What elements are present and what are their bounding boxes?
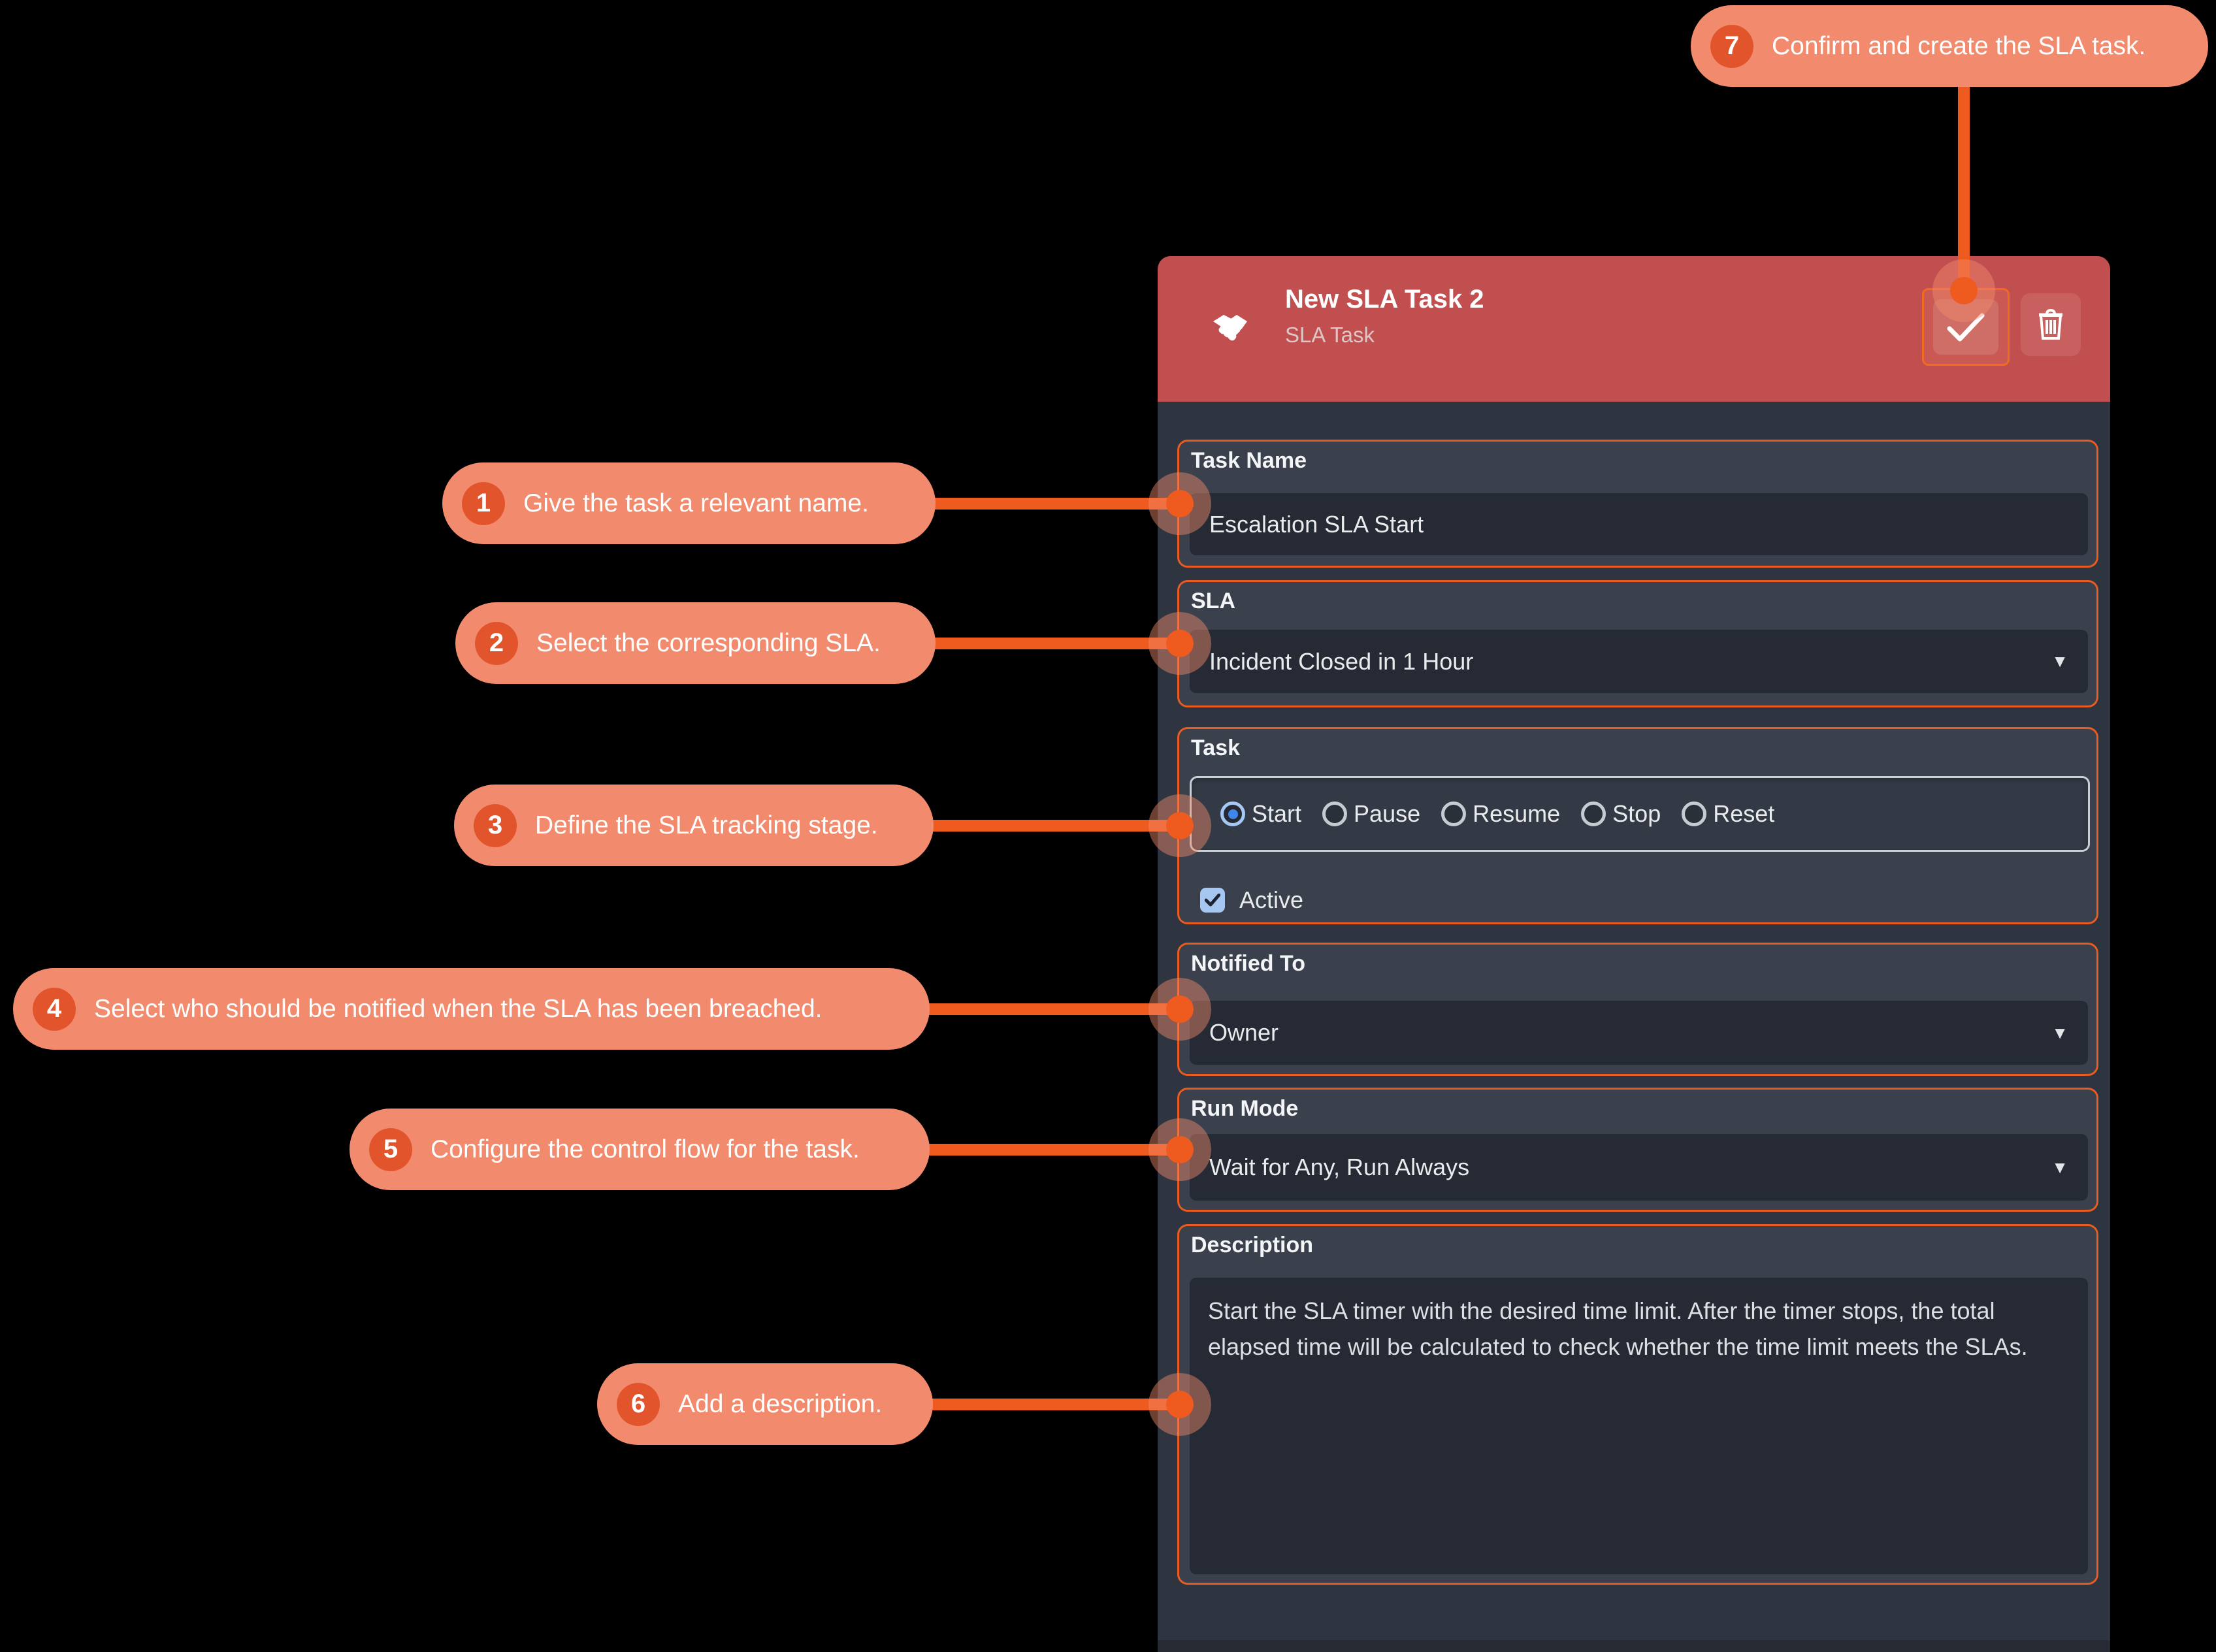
panel-header: New SLA Task 2 SLA Task [1158, 256, 2110, 402]
connector-line-4 [927, 1003, 1180, 1015]
sla-value: Incident Closed in 1 Hour [1209, 647, 1474, 675]
connector-line-3 [931, 820, 1180, 832]
handshake-icon [1213, 315, 1247, 341]
radio-pause[interactable]: Pause [1322, 800, 1420, 828]
connector-dot-3 [1166, 812, 1194, 839]
task-name-label: Task Name [1191, 448, 1307, 473]
task-name-value: Escalation SLA Start [1209, 510, 1424, 538]
connector-line-5 [927, 1144, 1180, 1156]
panel-footer [1158, 1640, 2110, 1652]
run-mode-select[interactable]: Wait for Any, Run Always ▼ [1190, 1134, 2088, 1201]
panel-title: New SLA Task 2 [1285, 285, 1484, 314]
description-textarea[interactable]: Start the SLA timer with the desired tim… [1190, 1278, 2088, 1574]
check-icon [1205, 894, 1220, 907]
sla-group: SLA Incident Closed in 1 Hour ▼ [1177, 580, 2098, 707]
active-label: Active [1239, 886, 1304, 913]
description-group: Description Start the SLA timer with the… [1177, 1224, 2098, 1585]
task-name-group: Task Name Escalation SLA Start [1177, 440, 2098, 568]
callout-2-number: 2 [475, 621, 518, 665]
connector-dot-5 [1166, 1136, 1194, 1163]
connector-line-1 [933, 498, 1180, 510]
radio-resume-label: Resume [1473, 800, 1561, 827]
confirm-highlight [1922, 288, 2010, 366]
callout-1-number: 1 [462, 481, 505, 525]
callout-7-text: Confirm and create the SLA task. [1772, 31, 2146, 60]
callout-3: 3 Define the SLA tracking stage. [454, 785, 934, 866]
chevron-down-icon: ▼ [2051, 651, 2068, 671]
connector-line-6 [930, 1399, 1180, 1410]
active-checkbox[interactable] [1200, 888, 1225, 913]
callout-5-text: Configure the control flow for the task. [431, 1135, 860, 1163]
connector-dot-4 [1166, 996, 1194, 1023]
callout-4-text: Select who should be notified when the S… [94, 994, 823, 1023]
callout-5: 5 Configure the control flow for the tas… [350, 1109, 930, 1190]
chevron-down-icon: ▼ [2051, 1157, 2068, 1177]
callout-6: 6 Add a description. [597, 1363, 933, 1445]
delete-button[interactable] [2021, 293, 2081, 356]
callout-6-number: 6 [617, 1382, 660, 1426]
radio-circle-icon [1581, 802, 1606, 826]
notified-to-group: Notified To Owner ▼ [1177, 943, 2098, 1076]
callout-1: 1 Give the task a relevant name. [442, 462, 936, 544]
connector-line-2 [933, 638, 1180, 649]
connector-dot-2 [1166, 630, 1194, 657]
callout-2-text: Select the corresponding SLA. [536, 628, 881, 657]
task-label: Task [1191, 736, 1240, 760]
sla-select[interactable]: Incident Closed in 1 Hour ▼ [1190, 630, 2088, 693]
sla-label: SLA [1191, 589, 1235, 613]
description-label: Description [1191, 1233, 1314, 1257]
run-mode-value: Wait for Any, Run Always [1209, 1154, 1470, 1180]
sla-task-panel: New SLA Task 2 SLA Task [1158, 256, 2110, 1652]
notified-to-label: Notified To [1191, 951, 1305, 976]
callout-1-text: Give the task a relevant name. [523, 489, 869, 517]
radio-circle-icon [1441, 802, 1467, 826]
radio-start[interactable]: Start [1220, 800, 1301, 828]
callout-4-number: 4 [33, 987, 76, 1031]
notified-to-value: Owner [1209, 1019, 1279, 1046]
radio-stop-label: Stop [1612, 800, 1661, 827]
radio-start-label: Start [1252, 800, 1302, 827]
confirm-button[interactable] [1933, 299, 1998, 355]
task-radio-group: Start Pause Resume Stop Reset [1190, 776, 2090, 852]
active-row: Active [1200, 886, 1303, 914]
callout-7-number: 7 [1710, 24, 1753, 68]
callout-3-number: 3 [474, 803, 517, 847]
radio-resume[interactable]: Resume [1441, 800, 1560, 828]
notified-to-select[interactable]: Owner ▼ [1190, 1001, 2088, 1065]
radio-circle-icon [1682, 802, 1707, 826]
radio-stop[interactable]: Stop [1581, 800, 1661, 828]
callout-7: 7 Confirm and create the SLA task. [1691, 5, 2208, 87]
radio-circle-icon [1220, 802, 1245, 826]
panel-subtitle: SLA Task [1285, 323, 1375, 347]
connector-dot-7 [1950, 277, 1978, 304]
task-name-input[interactable]: Escalation SLA Start [1190, 493, 2088, 555]
task-group: Task Start Pause Resume Stop Reset [1177, 727, 2098, 924]
connector-dot-1 [1166, 490, 1194, 517]
radio-pause-label: Pause [1354, 800, 1421, 827]
connector-dot-6 [1166, 1391, 1194, 1418]
trash-icon [2039, 309, 2062, 340]
radio-reset-label: Reset [1713, 800, 1775, 827]
radio-reset[interactable]: Reset [1682, 800, 1774, 828]
connector-line-7 [1958, 84, 1970, 291]
chevron-down-icon: ▼ [2051, 1022, 2068, 1043]
check-icon [1947, 313, 1985, 341]
run-mode-label: Run Mode [1191, 1096, 1299, 1121]
callout-5-number: 5 [369, 1127, 412, 1171]
callout-3-text: Define the SLA tracking stage. [535, 811, 878, 839]
radio-circle-icon [1322, 802, 1348, 826]
callout-4: 4 Select who should be notified when the… [13, 968, 930, 1050]
callout-2: 2 Select the corresponding SLA. [455, 602, 936, 684]
callout-6-text: Add a description. [678, 1389, 883, 1418]
run-mode-group: Run Mode Wait for Any, Run Always ▼ [1177, 1088, 2098, 1212]
